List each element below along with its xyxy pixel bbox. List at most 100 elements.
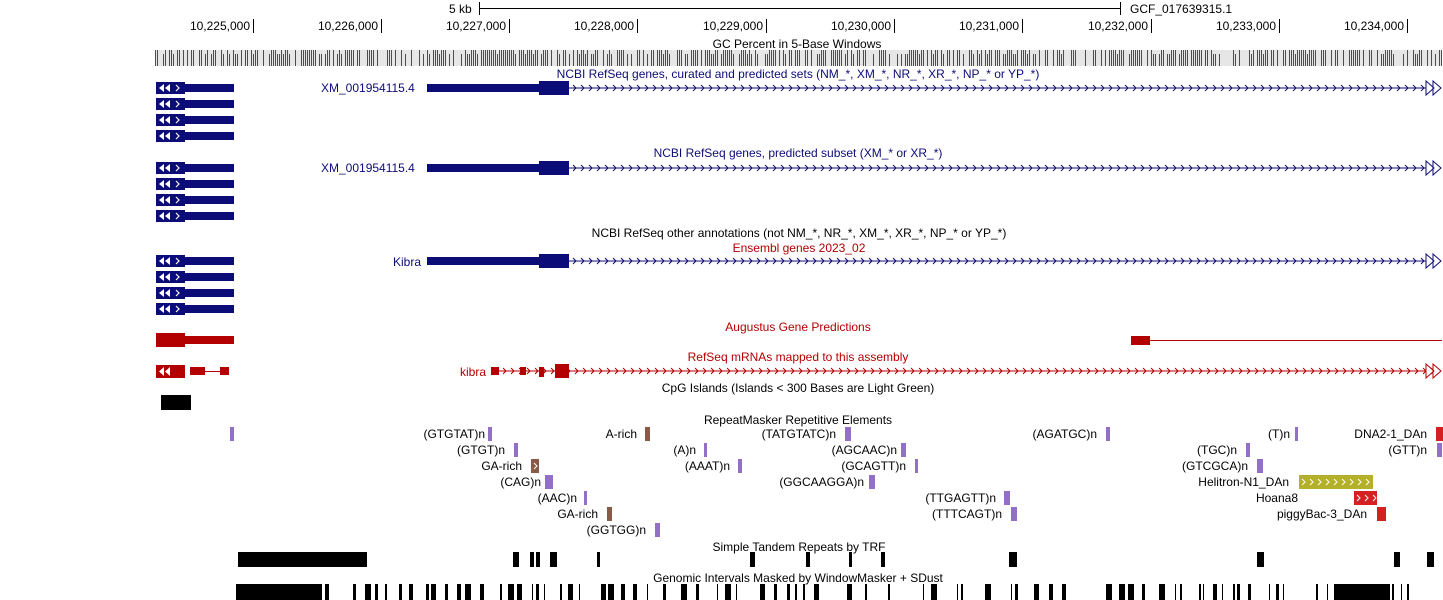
windowmasker-element[interactable]	[795, 584, 797, 600]
windowmasker-element[interactable]	[1175, 584, 1176, 600]
windowmasker-element[interactable]	[961, 584, 963, 600]
windowmasker-element[interactable]	[1199, 584, 1201, 600]
windowmasker-element[interactable]	[717, 584, 718, 600]
ensembl-row2-head[interactable]	[156, 271, 185, 283]
repeat-label[interactable]: (T)n	[1268, 427, 1290, 441]
repeat-element[interactable]	[1436, 427, 1443, 441]
windowmasker-element[interactable]	[1034, 584, 1039, 600]
trf-element[interactable]	[530, 552, 534, 567]
mrna-left-exon3[interactable]	[220, 367, 229, 375]
repeat-element[interactable]	[531, 459, 539, 473]
repeat-element[interactable]	[545, 475, 553, 489]
windowmasker-element[interactable]	[1269, 584, 1270, 600]
track-title-refseq-curated[interactable]: NCBI RefSeq genes, curated and predicted…	[556, 67, 1040, 81]
trf-element[interactable]	[881, 552, 885, 567]
track-title-repeatmasker[interactable]: RepeatMasker Repetitive Elements	[703, 413, 893, 427]
trf-element[interactable]	[550, 552, 557, 567]
repeat-label[interactable]: (AGCAAC)n	[831, 443, 897, 457]
windowmasker-element[interactable]	[480, 584, 484, 600]
repeat-element[interactable]	[1106, 427, 1110, 441]
augustus-exon-right[interactable]	[1131, 336, 1150, 345]
track-title-ensembl[interactable]: Ensembl genes 2023_02	[732, 241, 866, 255]
track-title-windowmasker[interactable]: Genomic Intervals Masked by WindowMasker…	[653, 571, 943, 585]
windowmasker-element[interactable]	[931, 584, 937, 600]
ensembl-row3-head[interactable]	[156, 287, 185, 299]
repeat-label[interactable]: (GTT)n	[1388, 443, 1427, 457]
repeat-label[interactable]: piggyBac-3_DAn	[1276, 507, 1367, 521]
windowmasker-element[interactable]	[508, 584, 514, 600]
windowmasker-element[interactable]	[736, 584, 737, 600]
windowmasker-element[interactable]	[865, 584, 867, 600]
windowmasker-element[interactable]	[608, 584, 614, 600]
curated-row4-exon[interactable]	[185, 132, 234, 140]
windowmasker-element[interactable]	[1276, 584, 1279, 600]
curated-row2-exon[interactable]	[185, 100, 234, 108]
windowmasker-element[interactable]	[536, 584, 539, 600]
ensembl-cds[interactable]	[539, 254, 569, 268]
windowmasker-element[interactable]	[236, 584, 322, 600]
predicted-cds[interactable]	[539, 161, 569, 175]
repeat-label[interactable]: GA-rich	[481, 459, 522, 473]
repeat-label[interactable]: (AAAT)n	[684, 459, 730, 473]
windowmasker-element[interactable]	[1222, 584, 1223, 600]
repeat-label[interactable]: (CAG)n	[500, 475, 541, 489]
windowmasker-element[interactable]	[1062, 584, 1066, 600]
repeat-element[interactable]	[645, 427, 650, 441]
trf-element[interactable]	[1009, 552, 1017, 567]
trf-element[interactable]	[238, 552, 367, 567]
windowmasker-element[interactable]	[1180, 584, 1182, 600]
trf-element[interactable]	[806, 552, 810, 567]
augustus-exon-left[interactable]	[156, 333, 185, 347]
repeat-label[interactable]: (GTGTAT)n	[423, 427, 485, 441]
windowmasker-element[interactable]	[1327, 584, 1328, 600]
windowmasker-element[interactable]	[725, 584, 731, 600]
windowmasker-element[interactable]	[1203, 584, 1204, 600]
windowmasker-element[interactable]	[560, 584, 562, 600]
windowmasker-element[interactable]	[663, 584, 666, 600]
cpg-island[interactable]	[161, 395, 191, 410]
repeat-element[interactable]	[655, 523, 660, 537]
windowmasker-element[interactable]	[1015, 584, 1018, 600]
repeat-element[interactable]	[607, 507, 612, 521]
repeat-element[interactable]	[1257, 459, 1263, 473]
repeat-element[interactable]	[1354, 491, 1377, 505]
repeat-label[interactable]: DNA2-1_DAn	[1354, 427, 1427, 441]
repeat-label[interactable]: (TTTCAGT)n	[932, 507, 1002, 521]
windowmasker-element[interactable]	[1106, 584, 1112, 600]
curated-row3-exon[interactable]	[185, 116, 234, 124]
trf-element[interactable]	[1394, 552, 1400, 567]
gene-label-xm-predicted[interactable]: XM_001954115.4	[321, 161, 415, 175]
repeat-label[interactable]: (GGTGG)n	[586, 523, 646, 537]
repeat-element[interactable]	[584, 491, 587, 505]
repeat-element[interactable]	[1246, 443, 1250, 457]
windowmasker-element[interactable]	[787, 584, 790, 600]
windowmasker-element[interactable]	[888, 584, 890, 600]
windowmasker-element[interactable]	[399, 584, 402, 600]
curated-utr[interactable]	[427, 84, 539, 92]
ensembl-row2-exon[interactable]	[185, 273, 234, 281]
windowmasker-element[interactable]	[814, 584, 819, 600]
windowmasker-element[interactable]	[532, 584, 533, 600]
ensembl-row1-head[interactable]	[156, 255, 185, 267]
repeat-element[interactable]	[915, 459, 918, 473]
windowmasker-element[interactable]	[409, 584, 413, 600]
predicted-row1-exon[interactable]	[185, 164, 234, 172]
windowmasker-element[interactable]	[1407, 584, 1409, 600]
windowmasker-element[interactable]	[457, 584, 461, 600]
mrna-exon1[interactable]	[491, 367, 499, 375]
windowmasker-element[interactable]	[803, 584, 805, 600]
repeat-element[interactable]	[901, 443, 906, 457]
windowmasker-element[interactable]	[1237, 584, 1240, 600]
windowmasker-element[interactable]	[431, 584, 436, 600]
windowmasker-element[interactable]	[353, 584, 356, 600]
windowmasker-element[interactable]	[1159, 584, 1165, 600]
track-title-refseq-predicted[interactable]: NCBI RefSeq genes, predicted subset (XM_…	[653, 146, 943, 160]
mrna-left-exon2[interactable]	[190, 367, 205, 375]
repeat-label[interactable]: (AGATGC)n	[1032, 427, 1097, 441]
repeat-element[interactable]	[1011, 507, 1017, 521]
windowmasker-element[interactable]	[544, 584, 545, 600]
windowmasker-element[interactable]	[1316, 584, 1318, 600]
windowmasker-element[interactable]	[517, 584, 522, 600]
repeat-element[interactable]	[1437, 443, 1442, 457]
